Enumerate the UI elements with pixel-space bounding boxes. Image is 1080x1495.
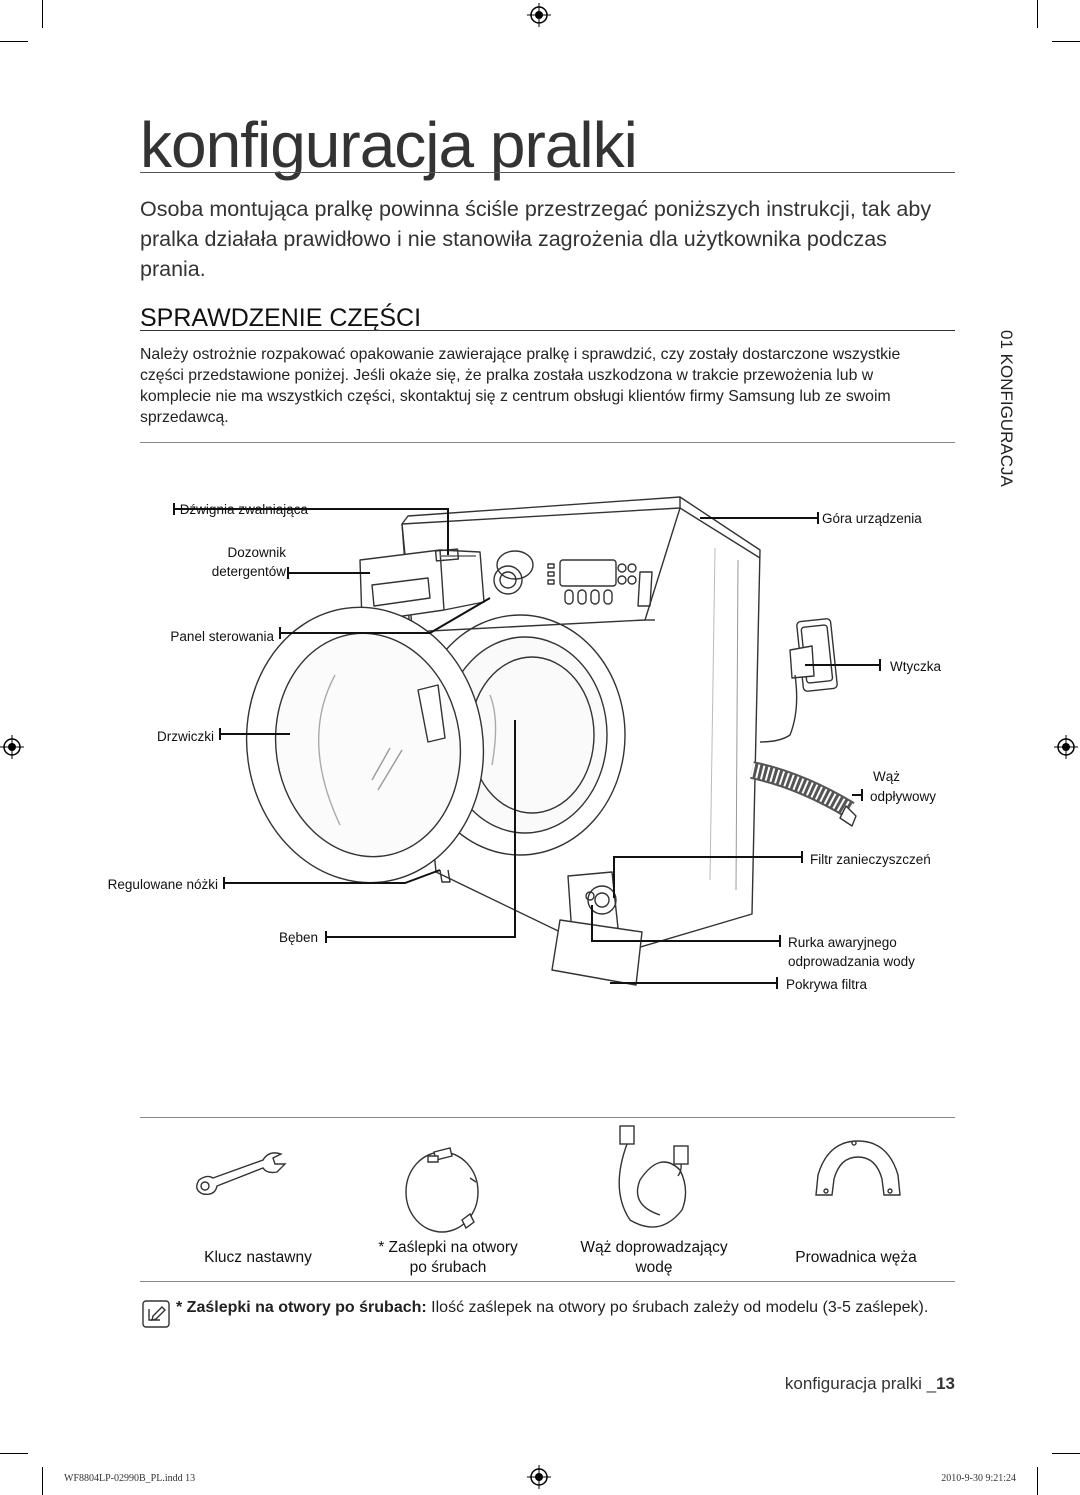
crop-mark	[1037, 1467, 1038, 1495]
body-divider	[140, 442, 955, 443]
side-tab: 01 KONFIGURACJA	[980, 330, 1020, 500]
label-drain-hose-line2: odpływowy	[870, 789, 937, 804]
side-tab-label: 01 KONFIGURACJA	[997, 330, 1016, 487]
label-control-panel: Panel sterowania	[170, 629, 274, 644]
crop-mark	[1052, 41, 1080, 42]
hose-guide-icon	[815, 1140, 901, 1196]
accessories-bottom-rule	[140, 1281, 955, 1282]
note-bold: * Zaślepki na otwory po śrubach:	[176, 1299, 427, 1316]
print-date-info: 2010-9-30 9:21:24	[941, 1473, 1016, 1484]
crop-mark	[1037, 0, 1038, 28]
crop-mark	[1052, 1453, 1080, 1454]
label-dispenser-line2: detergentów	[211, 564, 286, 579]
accessory-label-line1: Prowadnica węża	[795, 1249, 917, 1266]
inlet-hose-icon	[618, 1125, 689, 1228]
label-top: Góra urządzenia	[822, 511, 922, 526]
page-title: konfiguracja pralki	[140, 109, 638, 181]
accessory-label-line2: po śrubach	[409, 1259, 487, 1276]
note-body: Ilość zaślepek na otwory po śrubach zale…	[426, 1299, 929, 1316]
crop-mark	[42, 0, 43, 28]
registration-mark-icon	[0, 735, 24, 759]
footer-label: konfiguracja pralki _	[784, 1374, 937, 1393]
label-dispenser-line1: Dozownik	[227, 545, 286, 560]
accessory-label: Klucz nastawny	[158, 1248, 358, 1268]
label-filter: Filtr zanieczyszczeń	[810, 852, 931, 867]
crop-mark	[0, 41, 28, 42]
accessory-label-line1: Klucz nastawny	[204, 1249, 312, 1266]
section-heading: SPRAWDZENIE CZĘŚCI	[140, 304, 422, 332]
page-number: 13	[936, 1374, 955, 1393]
crop-mark	[42, 1467, 43, 1495]
label-drum: Bęben	[278, 930, 318, 945]
label-emergency-tube-line2: odprowadzania wody	[788, 954, 915, 969]
accessory-label-line2: wodę	[635, 1259, 673, 1276]
hole-cap-icon	[405, 1147, 479, 1233]
label-drain-hose-line1: Wąż	[873, 769, 900, 784]
accessory-label: * Zaślepki na otwory po śrubach	[348, 1238, 548, 1278]
label-plug: Wtyczka	[890, 659, 942, 674]
registration-mark-icon	[527, 3, 551, 27]
label-adjustable-feet: Regulowane nóżki	[107, 877, 218, 892]
washing-machine-diagram	[173, 496, 881, 989]
label-filter-cover: Pokrywa filtra	[786, 977, 868, 992]
print-file-info: WF8804LP-02990B_PL.indd 13	[64, 1473, 196, 1484]
section-body: Należy ostrożnie rozpakować opakowanie z…	[140, 346, 901, 426]
section-divider	[140, 330, 955, 331]
note-text: * Zaślepki na otwory po śrubach: Ilość z…	[176, 1296, 936, 1319]
label-release-lever: Dźwignia zwalniająca	[179, 502, 308, 517]
accessory-label-line1: * Zaślepki na otwory	[378, 1239, 518, 1256]
page-footer: konfiguracja pralki _13	[785, 1374, 955, 1394]
accessory-label-line1: Wąż doprowadzający	[580, 1239, 728, 1256]
accessory-label: Wąż doprowadzający wodę	[554, 1238, 754, 1278]
registration-mark-icon	[527, 1465, 551, 1489]
label-emergency-tube-line1: Rurka awaryjnego	[788, 935, 897, 950]
intro-text: Osoba montująca pralkę powinna ściśle pr…	[140, 197, 932, 281]
crop-mark	[0, 1453, 28, 1454]
title-divider	[140, 172, 955, 173]
label-door: Drzwiczki	[157, 729, 214, 744]
accessory-label: Prowadnica węża	[756, 1248, 956, 1268]
note-icon	[142, 1300, 170, 1328]
registration-mark-icon	[1054, 735, 1078, 759]
accessories-top-rule	[140, 1117, 955, 1118]
spanner-icon	[196, 1152, 287, 1196]
